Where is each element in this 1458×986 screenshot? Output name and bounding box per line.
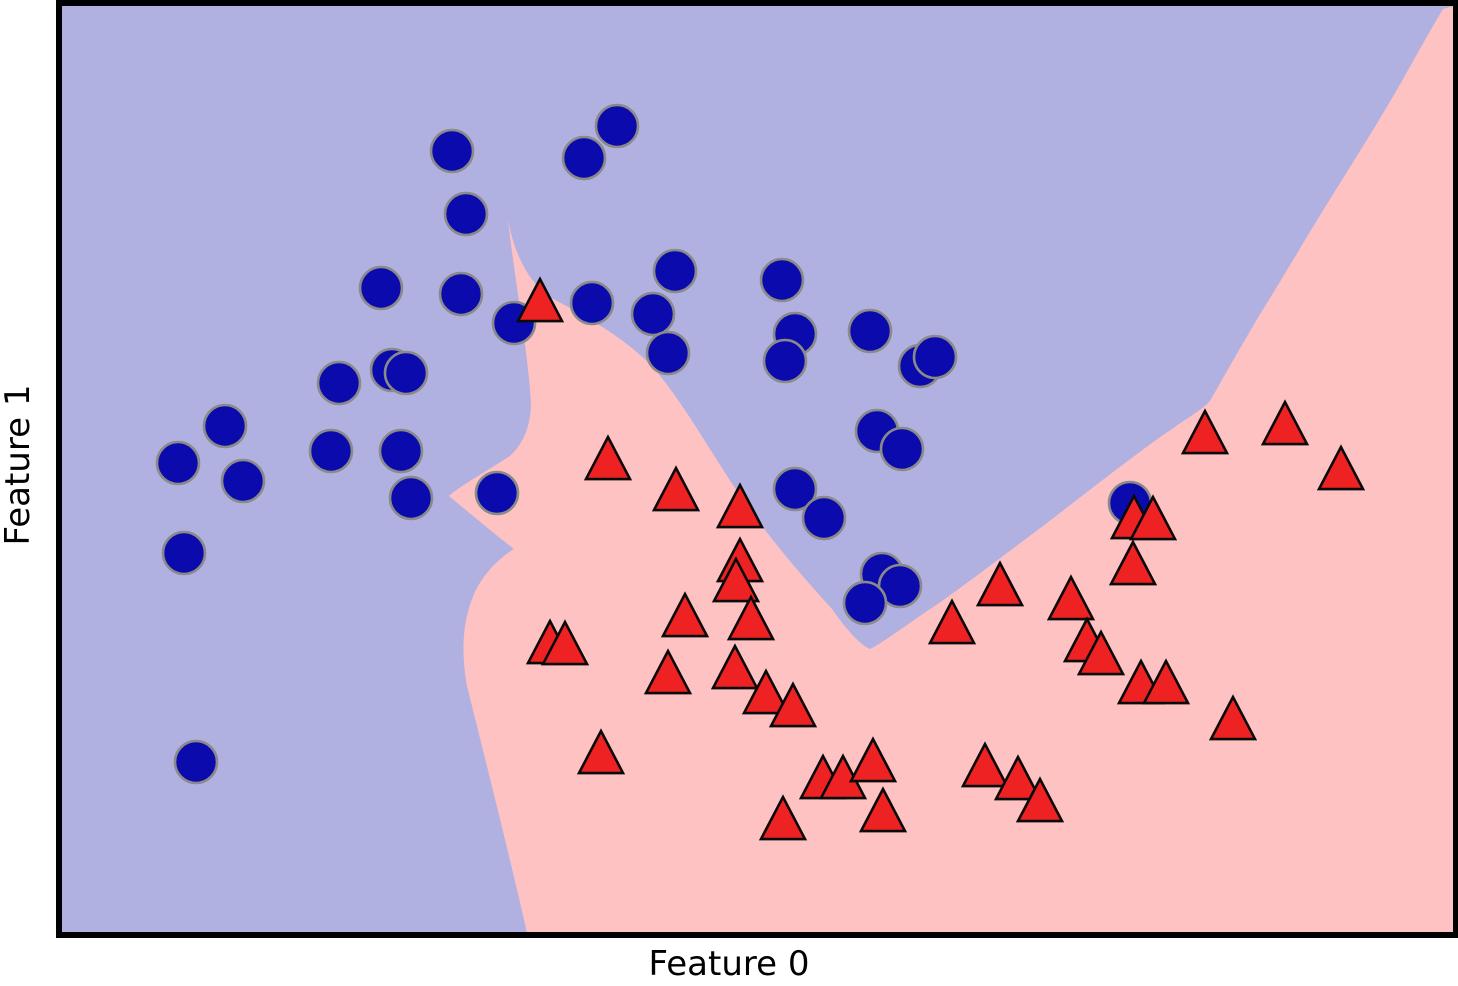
data-point-circle (569, 280, 615, 326)
data-point-triangle (710, 643, 760, 690)
data-point-circle (762, 338, 808, 384)
data-point-circle (561, 135, 607, 181)
data-point-triangle (1208, 694, 1258, 741)
data-point-circle (155, 440, 201, 486)
data-point-triangle (1180, 408, 1230, 455)
data-point-triangle (768, 681, 818, 728)
data-point-triangle (858, 786, 908, 833)
data-point-triangle (583, 434, 633, 481)
plot-area (56, 0, 1458, 938)
data-point-triangle (715, 482, 765, 529)
data-point-circle (879, 426, 925, 472)
data-point-circle (429, 128, 475, 174)
data-point-triangle (960, 741, 1010, 788)
decision-boundary-chart (62, 6, 1453, 932)
data-point-triangle (1108, 539, 1158, 586)
data-point-circle (358, 265, 404, 311)
data-point-triangle (726, 594, 776, 641)
data-point-triangle (643, 648, 693, 695)
data-point-triangle (540, 619, 590, 666)
data-point-triangle (927, 598, 977, 645)
data-point-circle (316, 360, 362, 406)
data-point-triangle (660, 591, 710, 638)
y-axis-label: Feature 1 (0, 384, 38, 546)
data-point-circle (801, 495, 847, 541)
data-point-circle (383, 350, 429, 396)
data-point-circle (388, 475, 434, 521)
data-point-circle (842, 580, 888, 626)
data-point-circle (912, 334, 958, 380)
data-point-circle (630, 291, 676, 337)
data-point-triangle (1260, 399, 1310, 446)
data-point-triangle (1128, 494, 1178, 541)
data-point-triangle (1076, 629, 1126, 676)
data-point-circle (652, 248, 698, 294)
data-point-triangle (741, 668, 791, 715)
data-point-circle (161, 530, 207, 576)
data-point-triangle (1015, 776, 1065, 823)
data-point-triangle (975, 560, 1025, 607)
decision-region-class1 (449, 6, 1453, 932)
data-point-triangle (1316, 444, 1366, 491)
data-point-triangle (1141, 658, 1191, 705)
data-point-triangle (576, 728, 626, 775)
data-point-circle (308, 428, 354, 474)
data-point-circle (438, 271, 484, 317)
data-point-triangle (515, 276, 565, 323)
data-point-triangle (711, 556, 761, 603)
data-point-triangle (758, 794, 808, 841)
data-point-circle (474, 470, 520, 516)
scatter-points-class1 (515, 276, 1366, 841)
x-axis-label: Feature 0 (648, 944, 810, 984)
data-point-circle (847, 308, 893, 354)
data-point-circle (173, 739, 219, 785)
data-point-circle (759, 257, 805, 303)
data-point-circle (772, 466, 818, 512)
data-point-triangle (993, 754, 1043, 801)
data-point-circle (220, 458, 266, 504)
scatter-points-class0 (155, 103, 1153, 785)
data-point-circle (443, 191, 489, 237)
data-point-circle (645, 330, 691, 376)
data-point-triangle (1046, 574, 1096, 621)
data-point-circle (378, 428, 424, 474)
data-point-circle (594, 103, 640, 149)
data-point-circle (202, 403, 248, 449)
data-point-triangle (651, 465, 701, 512)
data-point-triangle (848, 736, 898, 783)
